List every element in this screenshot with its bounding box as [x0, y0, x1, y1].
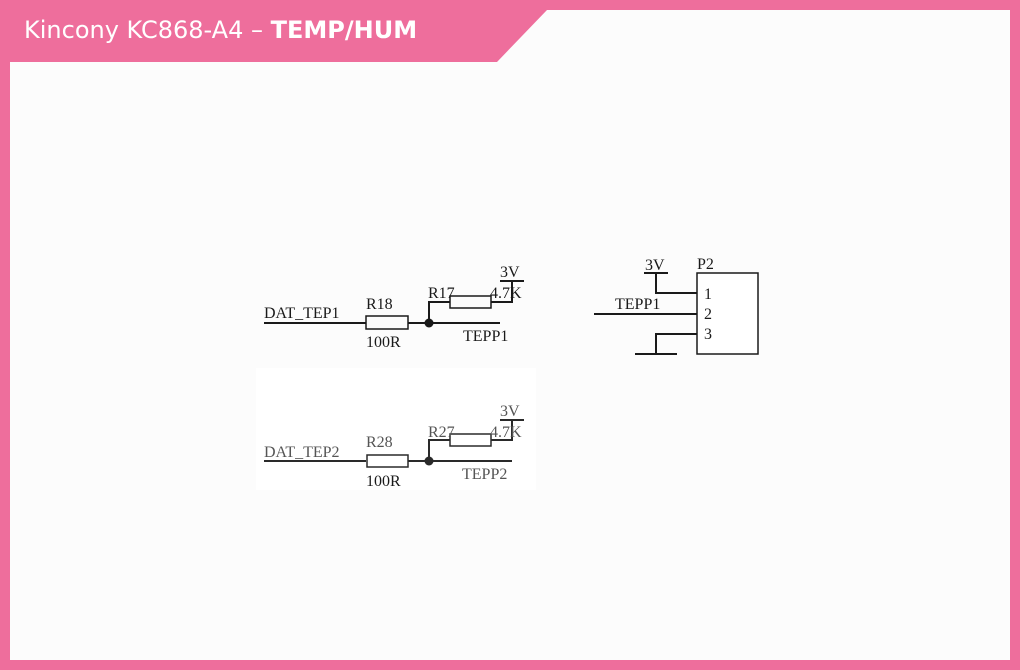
supply-label-p2: 3V: [645, 257, 665, 274]
net-label-dat-tep2: DAT_TEP2: [264, 444, 340, 461]
supply-label-3v: 3V: [500, 264, 520, 281]
circuit2-patch: [256, 368, 536, 490]
net-label-tepp1: TEPP1: [463, 328, 508, 345]
value-r27: 4.7K: [490, 424, 522, 441]
pin-3-label: 3: [704, 326, 712, 343]
schematic-canvas: [10, 10, 1010, 660]
net-label-tepp1-p2: TEPP1: [615, 296, 660, 313]
circuit-2: [264, 419, 524, 468]
connector-body: [696, 272, 759, 355]
ref-r18: R18: [366, 296, 393, 313]
title-bar: Kincony KC868-A4 – TEMP/HUM: [0, 0, 560, 62]
wire-pin3: [655, 333, 697, 354]
pin-2-label: 2: [704, 306, 712, 323]
title-prefix: Kincony KC868-A4 –: [24, 16, 271, 44]
page-title: Kincony KC868-A4 – TEMP/HUM: [24, 14, 417, 46]
net-label-dat-tep1: DAT_TEP1: [264, 305, 340, 322]
resistor-r18: [365, 315, 409, 330]
wire-r17-left: [428, 301, 450, 323]
ref-r17: R17: [428, 285, 455, 302]
value-r28: 100R: [366, 473, 401, 490]
connector-p2: [594, 272, 759, 355]
ref-r27: R27: [428, 424, 455, 441]
title-banner-shape: [0, 0, 548, 62]
ref-r28: R28: [366, 434, 393, 451]
supply-label-3v-2: 3V: [500, 403, 520, 420]
junction-dot: [424, 318, 434, 328]
pin-1-label: 1: [704, 286, 712, 303]
resistor-r17: [449, 295, 492, 309]
value-r17: 4.7K: [490, 285, 522, 302]
wire-r27-left: [428, 439, 450, 461]
wire-r17-right: [491, 281, 513, 303]
title-bold: TEMP/HUM: [270, 16, 418, 44]
net-label-tepp2: TEPP2: [462, 466, 507, 483]
circuit-1: [264, 280, 524, 330]
value-r18: 100R: [366, 334, 401, 351]
wire-pin1: [655, 273, 697, 294]
junction-dot-2: [424, 456, 434, 466]
ref-p2: P2: [697, 256, 714, 273]
wire-r27-right: [491, 420, 513, 441]
